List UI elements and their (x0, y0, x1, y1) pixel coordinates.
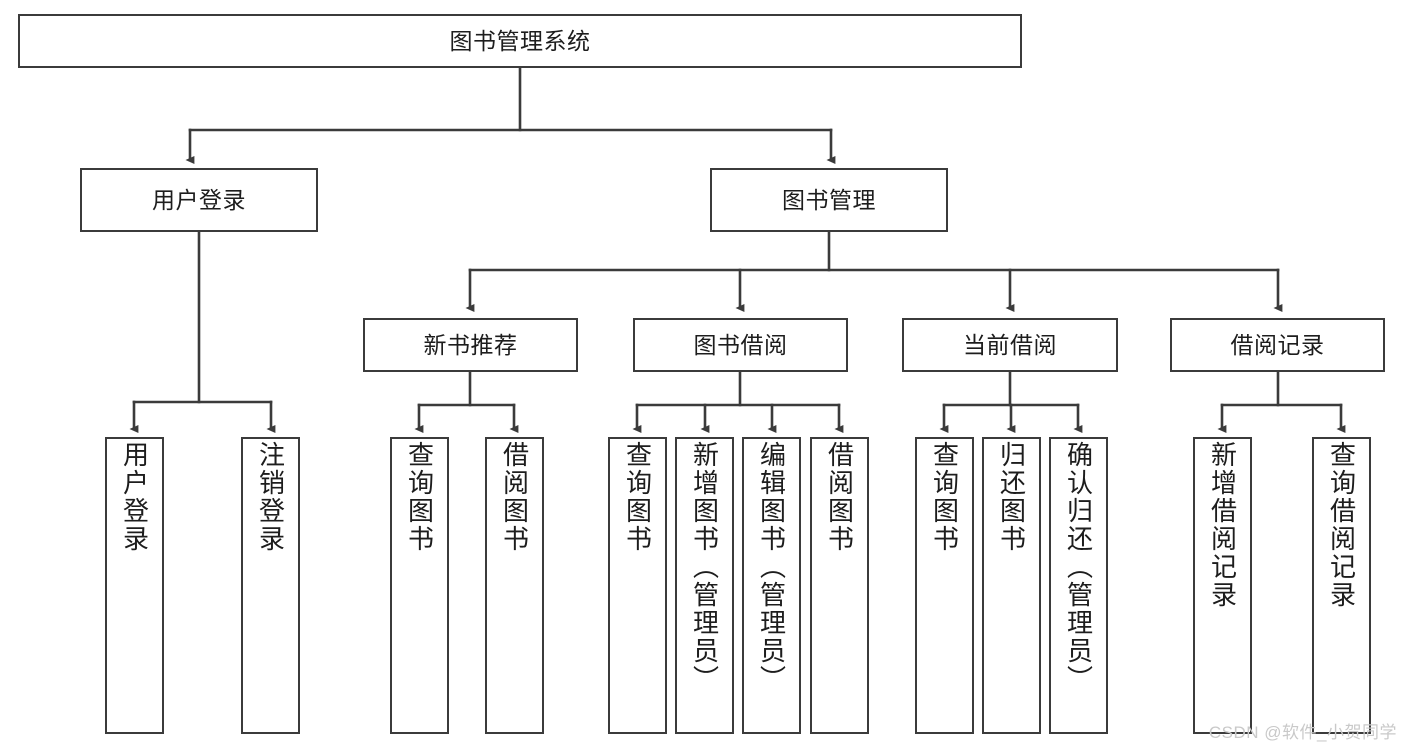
leaf-borrow-record-query-record-label: 查询借阅记录 (1326, 441, 1357, 609)
leaf-book-borrow-edit-book[interactable]: 编辑图书（管理员） (742, 437, 801, 734)
leaf-current-borrow-return-book[interactable]: 归还图书 (982, 437, 1041, 734)
leaf-current-borrow-confirm-return[interactable]: 确认归还（管理员） (1049, 437, 1108, 734)
node-book-management[interactable]: 图书管理 (710, 168, 948, 232)
node-root-book-management-system[interactable]: 图书管理系统 (18, 14, 1022, 68)
leaf-book-borrow-query-book[interactable]: 查询图书 (608, 437, 667, 734)
leaf-user-login-login[interactable]: 用户登录 (105, 437, 164, 734)
node-current-borrow-label: 当前借阅 (963, 331, 1057, 358)
node-user-login[interactable]: 用户登录 (80, 168, 318, 232)
leaf-book-borrow-add-book-label: 新增图书（管理员） (689, 441, 720, 693)
leaf-book-borrow-borrow-book-label: 借阅图书 (824, 441, 855, 553)
leaf-borrow-record-add-record-label: 新增借阅记录 (1207, 441, 1238, 609)
leaf-book-borrow-add-book[interactable]: 新增图书（管理员） (675, 437, 734, 734)
node-current-borrow[interactable]: 当前借阅 (902, 318, 1118, 372)
node-book-borrow[interactable]: 图书借阅 (633, 318, 848, 372)
leaf-borrow-record-query-record[interactable]: 查询借阅记录 (1312, 437, 1371, 734)
node-book-management-label: 图书管理 (782, 186, 876, 213)
node-root-label: 图书管理系统 (449, 27, 591, 54)
leaf-new-book-borrow-book-label: 借阅图书 (499, 441, 530, 553)
node-user-login-label: 用户登录 (152, 186, 246, 213)
leaf-book-borrow-borrow-book[interactable]: 借阅图书 (810, 437, 869, 734)
leaf-new-book-query-book-label: 查询图书 (404, 441, 435, 553)
leaf-borrow-record-add-record[interactable]: 新增借阅记录 (1193, 437, 1252, 734)
leaf-user-login-login-label: 用户登录 (119, 441, 150, 553)
csdn-watermark: CSDN @软件_小贺同学 (1208, 723, 1397, 742)
leaf-user-login-logout-label: 注销登录 (255, 441, 286, 553)
leaf-current-borrow-query-book-label: 查询图书 (929, 441, 960, 553)
leaf-book-borrow-edit-book-label: 编辑图书（管理员） (756, 441, 787, 693)
node-new-book-recommend-label: 新书推荐 (423, 331, 518, 358)
leaf-current-borrow-confirm-return-label: 确认归还（管理员） (1063, 441, 1094, 693)
leaf-current-borrow-query-book[interactable]: 查询图书 (915, 437, 974, 734)
leaf-new-book-query-book[interactable]: 查询图书 (390, 437, 449, 734)
leaf-current-borrow-return-book-label: 归还图书 (996, 441, 1027, 553)
node-new-book-recommend[interactable]: 新书推荐 (363, 318, 578, 372)
node-borrow-record[interactable]: 借阅记录 (1170, 318, 1385, 372)
leaf-new-book-borrow-book[interactable]: 借阅图书 (485, 437, 544, 734)
leaf-user-login-logout[interactable]: 注销登录 (241, 437, 300, 734)
leaf-book-borrow-query-book-label: 查询图书 (622, 441, 653, 553)
node-borrow-record-label: 借阅记录 (1230, 331, 1325, 358)
node-book-borrow-label: 图书借阅 (693, 331, 788, 358)
